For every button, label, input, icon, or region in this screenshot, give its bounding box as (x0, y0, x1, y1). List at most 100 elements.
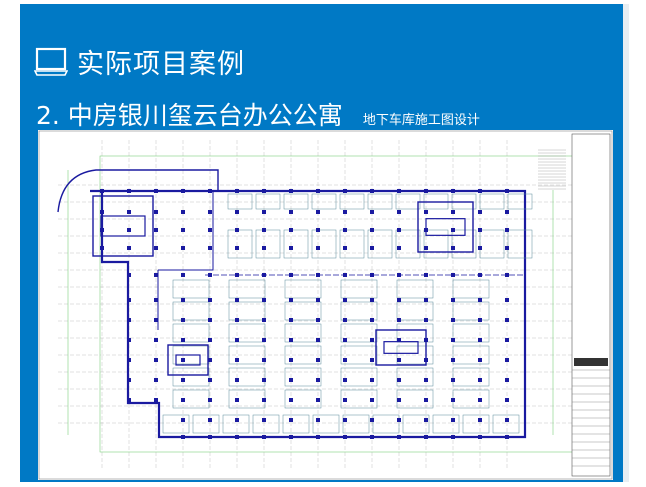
parking-stall (340, 301, 378, 321)
column (370, 358, 374, 362)
column (505, 418, 509, 422)
slide-edge (623, 4, 629, 482)
column (451, 246, 455, 250)
column (127, 228, 131, 232)
column (208, 318, 212, 322)
column (316, 246, 320, 250)
column (505, 189, 509, 193)
parking-stall (192, 414, 220, 434)
column (262, 318, 266, 322)
column (316, 398, 320, 402)
floor-plan-drawing (38, 130, 613, 480)
column (397, 435, 401, 439)
column (127, 378, 131, 382)
column (127, 338, 131, 342)
column (397, 228, 401, 232)
column (154, 298, 158, 302)
column (478, 189, 482, 193)
column (343, 246, 347, 250)
column (370, 435, 374, 439)
column (478, 298, 482, 302)
column (154, 210, 158, 214)
heading-text: 实际项目案例 (77, 49, 245, 80)
column (478, 338, 482, 342)
parking-stall (340, 367, 378, 387)
stair-core (167, 344, 209, 376)
column (235, 210, 239, 214)
column (451, 210, 455, 214)
column (154, 318, 158, 322)
column (127, 273, 131, 277)
column (289, 273, 293, 277)
column (154, 378, 158, 382)
column (316, 418, 320, 422)
column (316, 338, 320, 342)
column (478, 273, 482, 277)
column (424, 246, 428, 250)
parking-stall (396, 367, 434, 387)
column (181, 210, 185, 214)
column (451, 338, 455, 342)
parking-stall (507, 193, 533, 210)
column (100, 210, 104, 214)
column (370, 246, 374, 250)
column (505, 210, 509, 214)
column (262, 398, 266, 402)
parking-stall (284, 301, 322, 321)
parking-stall (462, 414, 490, 434)
column (289, 318, 293, 322)
column (343, 273, 347, 277)
column (343, 418, 347, 422)
column (181, 378, 185, 382)
column (397, 318, 401, 322)
column (262, 298, 266, 302)
column (478, 418, 482, 422)
column (235, 338, 239, 342)
column (181, 318, 185, 322)
column (397, 378, 401, 382)
column (100, 246, 104, 250)
column (397, 246, 401, 250)
column (478, 435, 482, 439)
column (289, 246, 293, 250)
parking-stall (228, 367, 266, 387)
column (343, 210, 347, 214)
column (208, 189, 212, 193)
column (424, 435, 428, 439)
column (370, 318, 374, 322)
column (316, 228, 320, 232)
ramp-outline (57, 169, 219, 213)
column (451, 228, 455, 232)
column (235, 228, 239, 232)
column (181, 398, 185, 402)
column (235, 435, 239, 439)
column (397, 338, 401, 342)
column (127, 298, 131, 302)
parking-stall (452, 323, 490, 343)
column (370, 298, 374, 302)
slide: 实际项目案例 2. 中房银川玺云台办公公寓 地下车库施工图设计 (20, 4, 623, 482)
parking-stall (284, 323, 322, 343)
parking-stall (452, 279, 490, 299)
parking-stall (284, 389, 322, 409)
column (208, 273, 212, 277)
parking-stall (228, 279, 266, 299)
column (505, 398, 509, 402)
column (289, 298, 293, 302)
column (370, 273, 374, 277)
parking-stall (222, 414, 250, 434)
parking-stall (228, 301, 266, 321)
column (316, 273, 320, 277)
column (100, 189, 104, 193)
column (451, 273, 455, 277)
project-note: 地下车库施工图设计 (362, 113, 480, 128)
parking-stall (451, 229, 477, 259)
column (154, 398, 158, 402)
column (424, 318, 428, 322)
column (235, 378, 239, 382)
column (451, 298, 455, 302)
column (397, 398, 401, 402)
column (235, 189, 239, 193)
column (343, 435, 347, 439)
parking-stall (342, 414, 370, 434)
